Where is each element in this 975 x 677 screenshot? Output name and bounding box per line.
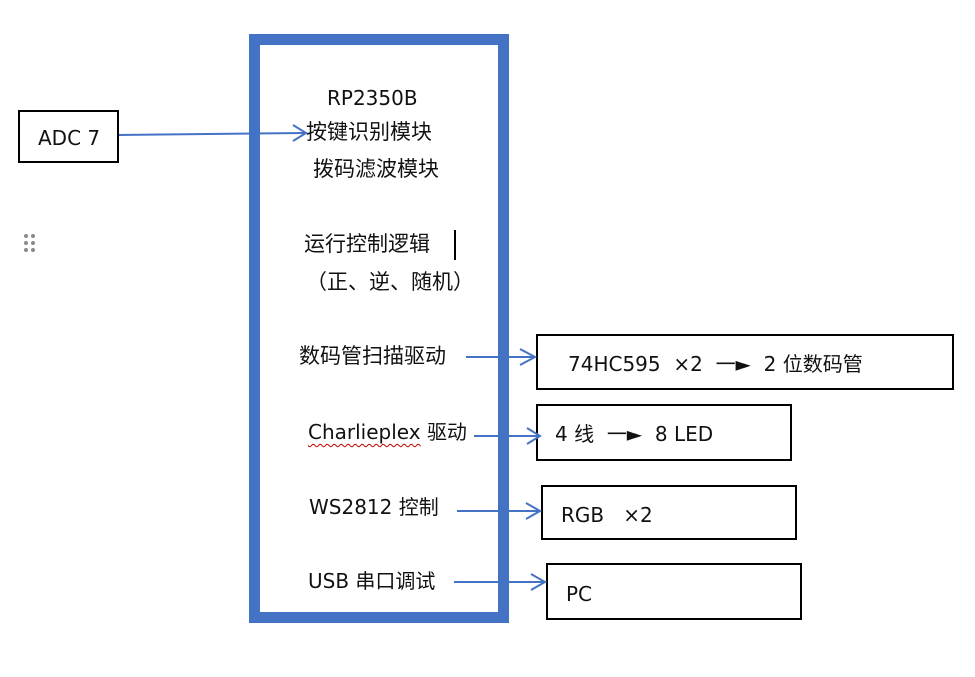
module-run-control: 运行控制逻辑 bbox=[304, 232, 430, 256]
output-7seg-text: 74HC595 ×2 一► 2 位数码管 bbox=[568, 354, 863, 374]
output-led-block[interactable]: 4 线 一► 8 LED bbox=[536, 404, 792, 461]
arrow-led bbox=[474, 427, 542, 445]
output-pc-block[interactable]: PC bbox=[546, 563, 802, 620]
arrow-head bbox=[526, 427, 542, 445]
module-ws2812: WS2812 控制 bbox=[309, 495, 439, 519]
output-rgb-text: RGB ×2 bbox=[561, 505, 653, 525]
arrow-7seg bbox=[466, 348, 538, 366]
arrow-right-icon: 一► bbox=[606, 422, 643, 446]
module-usb-debug: USB 串口调试 bbox=[308, 569, 436, 593]
arrow-head bbox=[525, 502, 543, 520]
module-run-modes: （正、逆、随机） bbox=[306, 270, 474, 294]
arrow-head bbox=[519, 348, 538, 366]
arrow-line bbox=[118, 132, 307, 136]
shift-register-count: ×2 bbox=[673, 352, 703, 376]
arrow-adc-to-key-module bbox=[118, 124, 308, 142]
module-7seg-scan: 数码管扫描驱动 bbox=[299, 344, 446, 368]
drag-handle-icon[interactable] bbox=[24, 234, 40, 254]
shift-register-label: 74HC595 bbox=[568, 352, 661, 376]
module-key-recognition: 按键识别模块 bbox=[306, 120, 432, 144]
adc-input-block[interactable]: ADC 7 bbox=[18, 110, 119, 163]
text-cursor bbox=[454, 230, 456, 260]
arrow-right-icon: 一► bbox=[715, 352, 751, 376]
eight-led-label: 8 LED bbox=[654, 422, 714, 446]
arrow-head bbox=[530, 573, 548, 591]
mcu-title: RP2350B bbox=[327, 86, 418, 110]
rgb-count: ×2 bbox=[623, 503, 653, 527]
four-wire-label: 4 线 bbox=[555, 422, 595, 446]
module-charlieplex: Charlieplex 驱动 bbox=[308, 422, 467, 442]
mcu-block[interactable] bbox=[249, 34, 509, 623]
arrow-rgb bbox=[457, 502, 543, 520]
output-rgb-block[interactable]: RGB ×2 bbox=[541, 485, 797, 540]
module-dip-filter: 拨码滤波模块 bbox=[313, 157, 439, 181]
pc-label: PC bbox=[566, 582, 593, 606]
output-led-text: 4 线 一► 8 LED bbox=[555, 424, 713, 444]
adc-label: ADC 7 bbox=[38, 126, 101, 150]
rgb-label: RGB bbox=[561, 503, 605, 527]
output-7seg-block[interactable]: 74HC595 ×2 一► 2 位数码管 bbox=[536, 334, 954, 390]
charlieplex-drive: 驱动 bbox=[426, 420, 467, 444]
charlieplex-word: Charlieplex bbox=[308, 420, 421, 444]
arrow-pc bbox=[454, 573, 548, 591]
7seg-display-label: 2 位数码管 bbox=[763, 352, 863, 376]
arrow-head bbox=[292, 124, 308, 142]
